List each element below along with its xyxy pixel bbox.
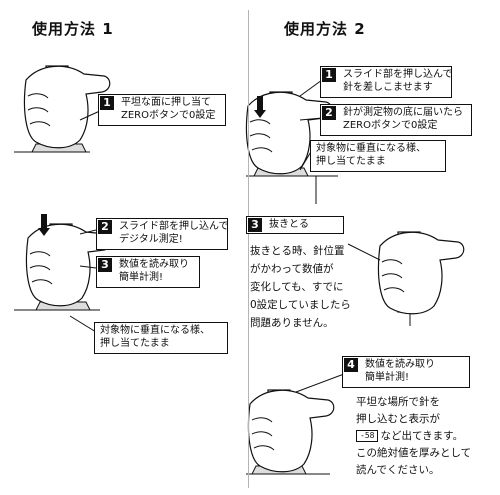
- text-line: 変化しても、すでに: [250, 281, 344, 293]
- section1-step3-callout: 3 数値を読み取り 簡単計測!: [96, 256, 200, 288]
- step-number: 3: [98, 258, 112, 272]
- text-line: 平坦な場所で針を: [356, 396, 440, 408]
- section1-note-callout: 対象物に垂直になる様、 押し当てたまま: [94, 322, 228, 354]
- section1-step2-callout: 2 スライド部を押し込んで デジタル測定!: [96, 218, 229, 250]
- callout-line: 対象物に垂直になる様、: [316, 143, 426, 154]
- callout-line: 抜きとる: [269, 219, 309, 230]
- callout-line: 平坦な面に押し当て: [121, 97, 211, 108]
- section1-title: 使用方法 1: [32, 20, 114, 38]
- callout-line: 針を差しこませます: [343, 82, 433, 93]
- illustration-2-3: [246, 389, 335, 475]
- illustration-1-2: [14, 214, 113, 311]
- step-number: 4: [344, 358, 358, 372]
- callout-line: スライド部を押し込んで: [119, 221, 229, 232]
- step-number: 2: [98, 220, 112, 234]
- text-line: 0設定していましたら: [250, 299, 351, 311]
- callout-line: 簡単計測!: [365, 372, 410, 383]
- text-line: 読んでください。: [356, 464, 440, 476]
- step-number: 1: [322, 68, 336, 82]
- display-value-box: -58: [356, 430, 379, 442]
- text-line: この絶対値を厚みとして: [356, 447, 472, 459]
- step-number: 3: [248, 218, 262, 232]
- illustration-2-1: [245, 91, 338, 204]
- callout-line: ZEROボタンで0設定: [343, 120, 438, 131]
- section-divider: [248, 10, 249, 488]
- illustration-2-2: [347, 231, 465, 326]
- section2-step3-callout: 3 抜きとる: [246, 216, 344, 234]
- callout-line: スライド部を押し込んで: [343, 69, 453, 80]
- text-line: 抜きとる時、針位置: [250, 245, 345, 257]
- callout-line: 簡単計測!: [119, 272, 164, 283]
- text-line: 押し込むと表示が: [356, 413, 440, 425]
- section1-step1-callout: 1 平坦な面に押し当て ZEROボタンで0設定: [98, 94, 226, 126]
- step-number: 1: [100, 96, 114, 110]
- section2-note-callout: 対象物に垂直になる様、 押し当てたまま: [310, 140, 446, 172]
- callout-line: 針が測定物の底に届いたら: [343, 107, 463, 118]
- section2-step1-callout: 1 スライド部を押し込んで 針を差しこませます: [320, 66, 453, 98]
- section2-step4-callout: 4 数値を読み取り 簡単計測!: [342, 356, 470, 388]
- section2-step3-text: 抜きとる時、針位置 がかわって数値が 変化しても、すでに 0設定していましたら …: [250, 242, 351, 332]
- callout-line: 押し当てたまま: [316, 156, 386, 167]
- callout-line: 数値を読み取り: [119, 259, 189, 270]
- callout-line: ZEROボタンで0設定: [121, 110, 216, 121]
- callout-line: 対象物に垂直になる様、: [100, 325, 210, 336]
- text-line: 問題ありません。: [250, 317, 334, 329]
- step-number: 2: [322, 106, 336, 120]
- text-fragment: など出てきます。: [380, 430, 464, 442]
- text-line: がかわって数値が: [250, 263, 334, 275]
- illustration-1-1: [14, 65, 111, 153]
- callout-line: デジタル測定!: [119, 234, 183, 245]
- callout-line: 押し当てたまま: [100, 338, 170, 349]
- callout-line: 数値を読み取り: [365, 359, 435, 370]
- section2-step2-callout: 2 針が測定物の底に届いたら ZEROボタンで0設定: [320, 104, 472, 136]
- section2-title: 使用方法 2: [284, 20, 366, 38]
